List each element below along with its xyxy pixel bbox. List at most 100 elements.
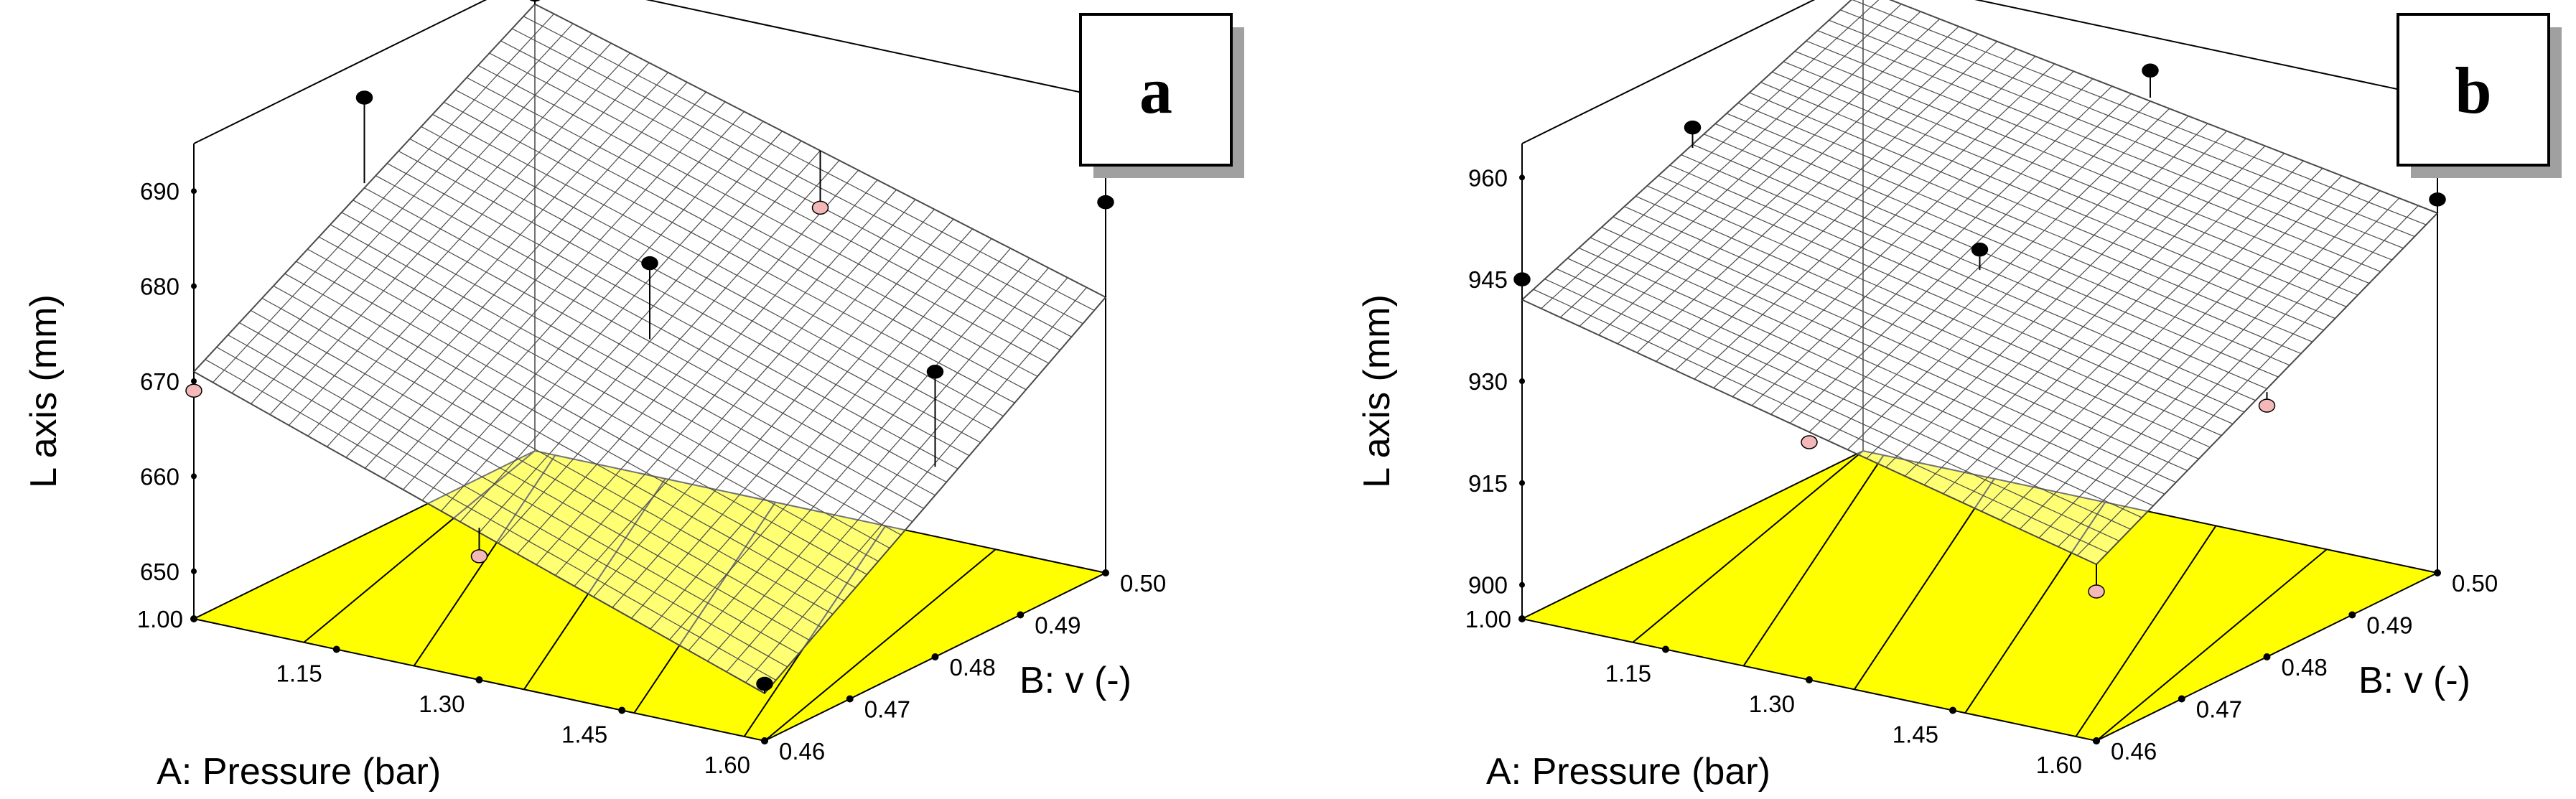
panel-a: 650 660 670 680 690 1.00 1.15 1.30 1.45 1.60 0.46 0… — [23, 0, 1244, 793]
floor-contour-line — [1964, 502, 2106, 714]
surface-mesh-line — [707, 267, 1049, 662]
floor-contour-line — [743, 525, 887, 737]
x-tick-mark — [475, 676, 483, 683]
design-point — [2142, 63, 2159, 78]
panel-label: b — [2455, 54, 2491, 127]
design-point — [1801, 435, 1818, 449]
design-point — [926, 365, 944, 379]
y-tick-label: 0.49 — [1035, 612, 1081, 639]
x-tick-label: 1.15 — [1605, 660, 1651, 687]
design-point — [1684, 120, 1702, 135]
z-tick-mark — [1519, 378, 1525, 384]
z-tick-mark — [1519, 174, 1525, 181]
z-tick-label: 945 — [1468, 266, 1508, 293]
box-top-edge — [1521, 0, 2438, 144]
y-tick-label: 0.50 — [2452, 570, 2498, 597]
box-top-edge — [193, 0, 1106, 144]
surface-mesh-line — [1890, 0, 2438, 214]
surface-mesh-line — [2019, 182, 2361, 530]
x-tick-mark — [1806, 676, 1813, 683]
floor-contour-line — [1742, 454, 1885, 667]
z-tick-label: 670 — [140, 368, 179, 395]
x-tick-label: 1.15 — [276, 660, 322, 687]
x-tick-mark — [618, 706, 626, 714]
design-point — [355, 90, 373, 105]
z-tick-label: 930 — [1468, 368, 1508, 395]
x-tick-mark — [1518, 615, 1526, 622]
floor-contour-line — [1854, 478, 1995, 690]
surface-mesh-line — [1806, 40, 2381, 272]
z-tick-label: 960 — [1468, 164, 1508, 191]
floor-contour-line — [1632, 450, 1864, 643]
x-tick-mark — [190, 615, 197, 622]
panel-label-box — [2397, 13, 2550, 167]
y-tick-label: 0.46 — [779, 738, 825, 765]
surface-mesh-line — [489, 52, 1060, 351]
y-tick-mark — [931, 653, 939, 660]
x-tick-label: 1.45 — [1893, 721, 1938, 748]
response-surface — [1521, 0, 2439, 566]
y-tick-label: 0.46 — [2111, 738, 2157, 765]
z-axis-title: L axis (mm) — [23, 294, 65, 488]
floor-contour-line — [764, 548, 997, 742]
x-tick-label: 1.00 — [1465, 606, 1511, 632]
panel-label: a — [1139, 54, 1172, 127]
panel-label-box — [1079, 13, 1233, 167]
surface-mesh-line — [1852, 0, 2427, 225]
design-point — [2258, 398, 2276, 413]
surface-mesh-line — [745, 287, 1087, 683]
design-point — [2088, 584, 2105, 599]
response-surface — [192, 3, 1107, 695]
z-tick-mark — [191, 568, 197, 574]
surface-mesh-line — [2058, 197, 2400, 547]
x-tick-label: 1.00 — [137, 606, 183, 632]
y-tick-mark — [2178, 695, 2185, 703]
design-point — [756, 676, 773, 691]
y-axis-title: B: v (-) — [2358, 660, 2470, 701]
z-tick-mark — [191, 378, 197, 384]
y-tick-mark — [2348, 611, 2356, 619]
floor-contour-line — [633, 502, 776, 714]
surface-mesh-line — [2076, 205, 2419, 556]
surface-mesh-line — [2038, 190, 2381, 538]
surface-mesh-line — [764, 296, 1106, 694]
design-point — [529, 0, 541, 2]
floor-contour-line — [2096, 548, 2328, 742]
design-point — [1971, 242, 1989, 257]
design-point — [811, 200, 829, 215]
y-tick-label: 0.50 — [1120, 570, 1166, 597]
z-tick-mark — [1519, 276, 1525, 283]
y-tick-mark — [1017, 611, 1025, 619]
z-tick-label: 690 — [140, 178, 179, 205]
x-tick-label: 1.30 — [419, 691, 465, 717]
z-axis-title: L axis (mm) — [1356, 294, 1398, 488]
z-tick-mark — [1519, 581, 1525, 588]
z-tick-label: 650 — [140, 559, 179, 585]
y-axis-title: B: v (-) — [1019, 660, 1131, 701]
x-tick-label: 1.45 — [561, 721, 607, 748]
y-tick-label: 0.49 — [2366, 612, 2412, 639]
x-tick-mark — [332, 645, 340, 653]
z-tick-mark — [191, 473, 197, 480]
y-tick-mark — [1102, 569, 1109, 576]
x-axis-title: A: Pressure (bar) — [1486, 751, 1770, 793]
floor-contour-line — [303, 450, 536, 643]
z-tick-label: 680 — [140, 274, 179, 300]
y-tick-label: 0.47 — [864, 696, 910, 723]
surface-mesh-line — [500, 40, 1072, 337]
x-tick-mark — [1662, 645, 1669, 653]
x-tick-label: 1.60 — [2036, 752, 2082, 778]
design-point — [185, 383, 202, 398]
design-point — [1097, 195, 1114, 210]
design-point — [641, 256, 658, 271]
x-tick-label: 1.30 — [1749, 691, 1795, 717]
floor-contour-line — [2075, 525, 2217, 737]
surface-mesh-line — [1840, 9, 2415, 237]
z-tick-label: 660 — [140, 463, 179, 490]
z-tick-label: 900 — [1468, 572, 1508, 599]
y-tick-mark — [761, 737, 768, 744]
y-tick-label: 0.48 — [2282, 654, 2328, 681]
y-tick-label: 0.48 — [950, 654, 996, 681]
x-tick-label: 1.60 — [704, 752, 750, 778]
